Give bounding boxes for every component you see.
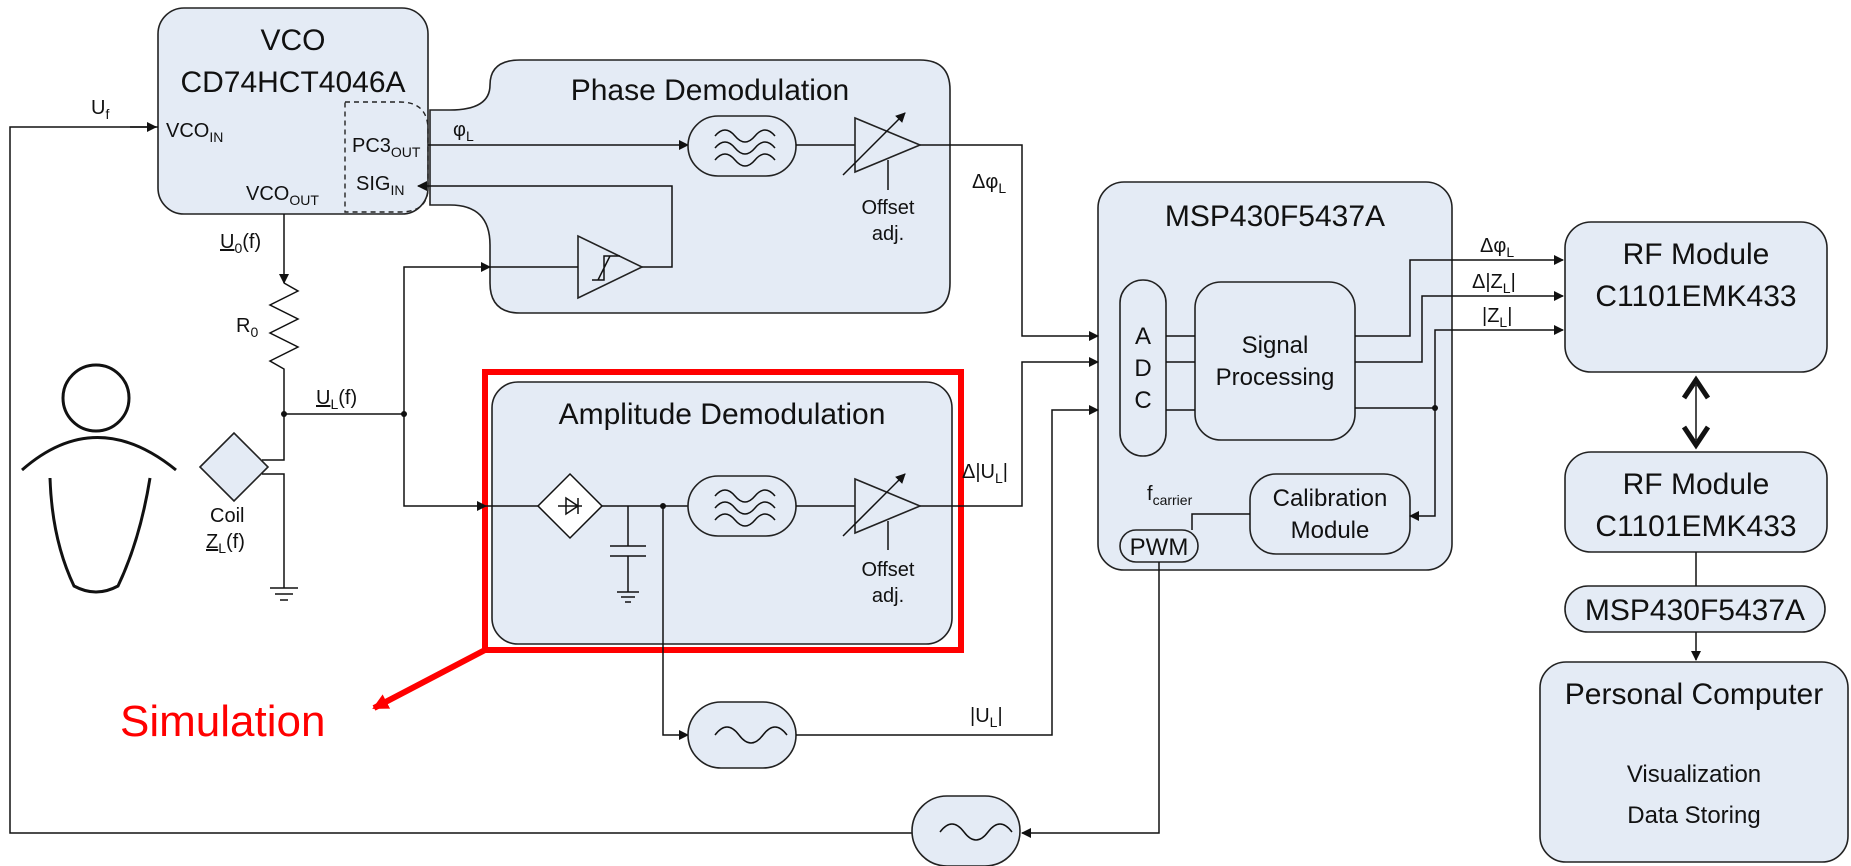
ul-to-comparator-line <box>403 262 491 414</box>
phase-offset-line2: adj. <box>872 223 904 245</box>
rf-module-1-line1: RF Module <box>1623 238 1770 271</box>
phase-lowpass-filter <box>687 115 797 177</box>
calibration-to-pwm-line <box>1191 513 1250 530</box>
personal-computer-block <box>1539 661 1849 863</box>
sig-in-label: SIGIN <box>356 173 404 198</box>
signal-processing-block <box>1194 281 1356 441</box>
pc-data-storing: Data Storing <box>1627 802 1760 829</box>
rf-link-arrowheads <box>1681 375 1711 450</box>
rectifier-symbol <box>536 472 604 540</box>
amplitude-offset-line2: adj. <box>872 585 904 607</box>
abs-ul-to-adc-line <box>796 405 1099 736</box>
amplitude-offset-amplifier <box>842 473 923 550</box>
sp-to-calibration-line <box>1355 407 1436 521</box>
capacitor-ground <box>610 506 646 603</box>
vco-block <box>157 7 429 215</box>
personal-computer-title: Personal Computer <box>1565 678 1823 711</box>
signal-processing-line1: Signal <box>1242 332 1309 359</box>
calibration-line2: Module <box>1291 517 1370 544</box>
f-carrier-label: fcarrier <box>1147 483 1193 508</box>
comparator-to-sig-in-line <box>417 181 673 268</box>
pc3-out-label: PC3OUT <box>352 135 421 160</box>
r0-label: R0 <box>236 315 258 340</box>
amplitude-offset-line1: Offset <box>862 559 915 581</box>
adc-letter-d: D <box>1134 355 1151 382</box>
out-dz-line <box>1355 291 1564 363</box>
vco-out-label: VCOOUT <box>246 183 319 208</box>
phase-offset-amplifier <box>842 112 923 190</box>
uf-label: Uf <box>91 97 109 122</box>
rf-module-2-line1: RF Module <box>1623 468 1770 501</box>
dphi-to-adc-line <box>920 144 1099 341</box>
adc-letter-a: A <box>1135 323 1151 350</box>
abs-ul-label: |UL| <box>970 705 1003 730</box>
out-z-label: |ZL| <box>1482 305 1512 330</box>
rf-module-1-block <box>1564 221 1828 373</box>
vco-phase-overlap <box>344 101 429 213</box>
rf-module-1-line2: C1101EMK433 <box>1595 280 1796 313</box>
vco-in-label: VCOIN <box>166 120 223 145</box>
pwm-to-filter-line <box>1021 562 1160 838</box>
pc-visualization: Visualization <box>1627 761 1761 788</box>
dul-to-adc-line <box>920 357 1099 507</box>
pwm-label: PWM <box>1130 534 1189 561</box>
u0-label: U0(f) <box>220 231 261 256</box>
out-dz-label: Δ|ZL| <box>1472 271 1516 296</box>
person-icon <box>21 363 177 594</box>
mcu-title: MSP430F5437A <box>1165 200 1385 233</box>
phase-offset-line1: Offset <box>862 197 915 219</box>
coil-top-wire <box>262 414 285 461</box>
vco-title: VCO <box>260 24 325 57</box>
vco-part-number: CD74HCT4046A <box>180 66 405 99</box>
resistor-r0 <box>268 282 300 414</box>
uf-feedback-wire <box>9 126 912 834</box>
amplitude-lowpass-filter <box>687 475 797 537</box>
dphi-l-label: ΔφL <box>972 171 1006 196</box>
node-to-filter2-line <box>662 506 689 740</box>
phase-demodulation-title: Phase Demodulation <box>571 74 850 107</box>
zl-label: ZL(f) <box>206 531 245 556</box>
signal-processing-line2: Processing <box>1216 364 1335 391</box>
abs-ul-lowpass-filter <box>687 701 797 769</box>
coil-symbol <box>198 431 270 503</box>
adc-block <box>1119 279 1167 457</box>
out-dphi-label: ΔφL <box>1480 235 1514 260</box>
out-z-line <box>1434 325 1564 408</box>
pwm-lowpass-filter <box>911 795 1021 866</box>
ul-to-amplitude-line <box>403 414 487 511</box>
d-abs-ul-label: Δ|UL| <box>962 461 1008 486</box>
amplitude-demodulation-title: Amplitude Demodulation <box>559 398 886 431</box>
ul-label: UL(f) <box>316 387 357 412</box>
coil-label: Coil <box>210 505 244 527</box>
simulation-label: Simulation <box>120 697 325 746</box>
ground-symbol <box>270 587 298 601</box>
coil-ground-wire <box>262 473 285 588</box>
simulation-highlight-box <box>482 369 964 653</box>
rf-module-2-line2: C1101EMK433 <box>1595 510 1796 543</box>
out-dphi-line <box>1355 255 1564 337</box>
simulation-arrow <box>372 647 487 711</box>
phi-l-label: φL <box>453 119 474 144</box>
phase-demodulation-block <box>429 59 951 314</box>
adc-letter-c: C <box>1134 387 1151 414</box>
mcu-2-block <box>1564 585 1826 633</box>
calibration-line1: Calibration <box>1273 485 1388 512</box>
mcu-2-label: MSP430F5437A <box>1585 594 1805 627</box>
